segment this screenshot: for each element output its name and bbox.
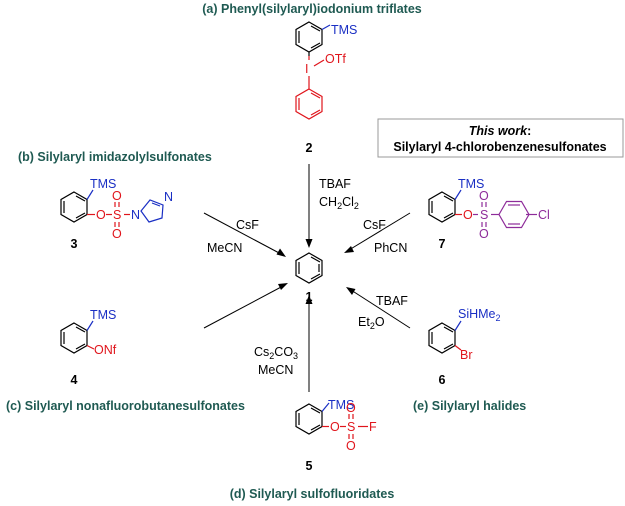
compound-6-br: Br	[460, 348, 473, 362]
compound-5-s: S	[347, 420, 355, 434]
compound-3-structure: TMS O S O O N N	[60, 177, 173, 241]
this-work-box: This work: Silylaryl 4-chlorobenzenesulf…	[377, 118, 624, 158]
caption-b: (b) Silylaryl imidazolylsulfonates	[18, 150, 212, 164]
cond-d-solvent: MeCN	[258, 363, 293, 377]
cond-work-reagent: CsF	[363, 218, 386, 232]
compound-7-tms: TMS	[458, 177, 484, 191]
this-work-title: This work	[469, 124, 528, 138]
cond-b-reagent: CsF	[236, 218, 259, 232]
this-work-subtitle: Silylaryl 4-chlorobenzenesulfonates	[393, 140, 606, 154]
compound-7-structure: TMS O S O O Cl	[428, 177, 550, 241]
compound-3-o: O	[96, 208, 106, 222]
compound-2-number: 2	[306, 141, 313, 155]
compound-5-f: F	[369, 420, 377, 434]
caption-c: (c) Silylaryl nonafluorobutanesulfonates	[6, 399, 245, 413]
compound-4-structure: TMS ONf	[60, 308, 117, 357]
compound-3-tms: TMS	[90, 177, 116, 191]
compound-4-number: 4	[71, 373, 78, 387]
cond-b-solvent: MeCN	[207, 241, 242, 255]
cond-a-solvent: CH2Cl2	[319, 195, 359, 211]
caption-a: (a) Phenyl(silylaryl)iodonium triflates	[202, 2, 422, 16]
compound-7-number: 7	[439, 237, 446, 251]
compound-3-n3: N	[164, 190, 173, 204]
cond-e-reagent: TBAF	[376, 294, 408, 308]
compound-2-structure: TMS I OTf	[295, 21, 357, 120]
compound-4-onf: ONf	[94, 343, 117, 357]
compound-3-o-top: O	[112, 189, 122, 203]
compound-3-n1: N	[131, 208, 140, 222]
compound-5-o-top: O	[346, 401, 356, 415]
reaction-arrows	[203, 164, 411, 392]
compound-5-number: 5	[306, 459, 313, 473]
compound-5-tms: TMS	[328, 398, 354, 412]
caption-e: (e) Silylaryl halides	[413, 399, 526, 413]
compound-6-number: 6	[439, 373, 446, 387]
compound-2-otf: OTf	[325, 52, 346, 66]
compound-3-o-bottom: O	[112, 227, 122, 241]
compound-7-o: O	[463, 208, 473, 222]
compound-7-s: S	[480, 208, 488, 222]
compound-2-iodine: I	[305, 62, 308, 76]
benzyne-structure	[295, 252, 323, 284]
compound-4-tms: TMS	[90, 308, 116, 322]
compound-5-o-bottom: O	[346, 439, 356, 453]
cond-e-solvent: Et2O	[358, 315, 385, 331]
compound-7-cl: Cl	[538, 208, 550, 222]
compound-5-structure: TMS O S O O F	[295, 398, 377, 453]
compound-6-silyl: SiHMe2	[458, 307, 501, 323]
compound-3-s: S	[113, 208, 121, 222]
compound-3-number: 3	[71, 237, 78, 251]
compound-5-o: O	[330, 420, 340, 434]
compound-2-tms: TMS	[331, 23, 357, 37]
compound-7-o-top: O	[479, 189, 489, 203]
cond-d-reagent: Cs2CO3	[254, 345, 298, 361]
cond-work-solvent: PhCN	[374, 241, 407, 255]
compound-6-structure: SiHMe2 Br	[428, 307, 501, 362]
compound-7-o-bottom: O	[479, 227, 489, 241]
svg-text:This work:: This work:	[469, 124, 532, 138]
cond-a-reagent: TBAF	[319, 177, 351, 191]
caption-d: (d) Silylaryl sulfofluoridates	[230, 487, 395, 501]
